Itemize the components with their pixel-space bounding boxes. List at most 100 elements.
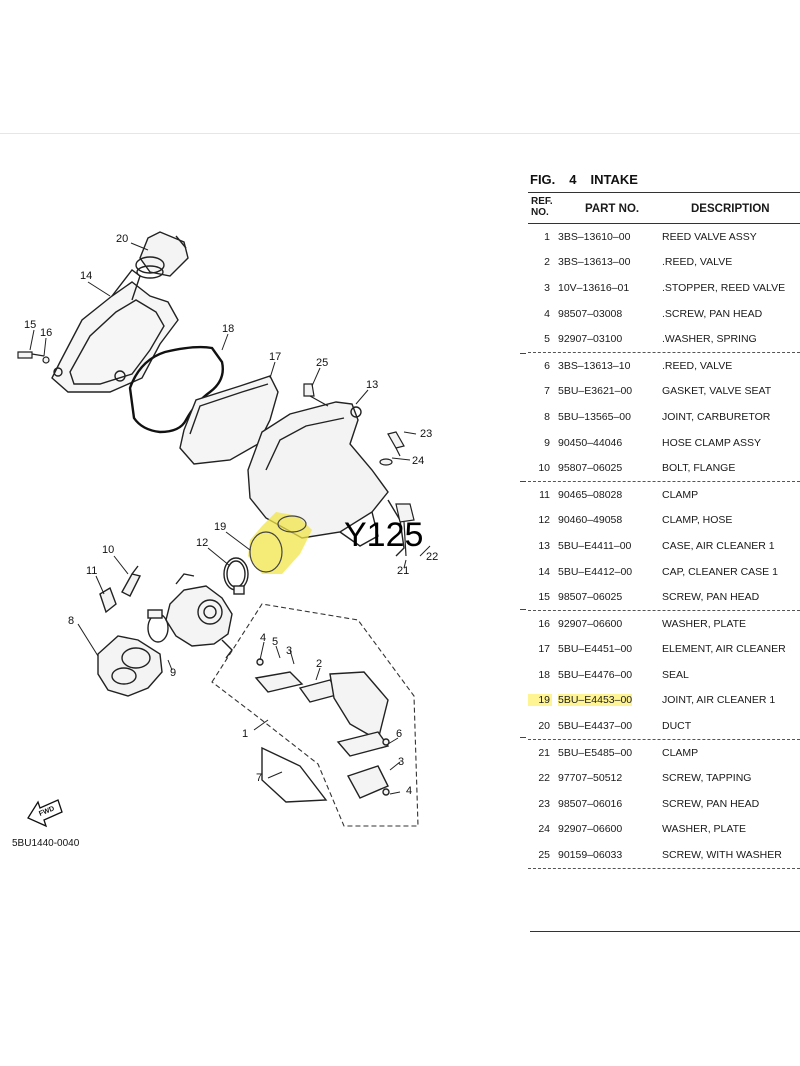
callout-10: 10 bbox=[102, 544, 114, 556]
reed-valve-assy-group bbox=[211, 603, 419, 827]
callout-7: 7 bbox=[256, 772, 262, 784]
callout-18: 18 bbox=[222, 323, 234, 335]
part-no-cell: 5BU–E4476–00 bbox=[558, 668, 633, 681]
seal-part bbox=[128, 345, 224, 434]
part-no-cell: 5BU–E4451–00 bbox=[558, 643, 633, 656]
callout-9: 9 bbox=[170, 667, 176, 679]
ref-cell: 20 bbox=[538, 720, 550, 733]
description-cell: SCREW, PAN HEAD bbox=[662, 797, 760, 810]
ref-header: REF. NO. bbox=[531, 196, 553, 218]
part-no-cell: 5BU–13565–00 bbox=[558, 410, 631, 423]
ref-cell: 8 bbox=[544, 410, 550, 423]
table-row: 23 98507–06016 SCREW, PAN HEAD bbox=[528, 791, 800, 817]
table-row: 10 95807–06025 BOLT, FLANGE bbox=[528, 455, 800, 481]
callout-5: 5 bbox=[272, 636, 278, 648]
part-no-cell: 98507–03008 bbox=[558, 307, 623, 320]
ref-cell: 5 bbox=[544, 333, 550, 346]
part-no-cell: 3BS–13613–10 bbox=[558, 359, 631, 372]
table-header: REF. NO. PART NO. DESCRIPTION bbox=[528, 193, 800, 223]
description-cell: .REED, VALVE bbox=[662, 359, 733, 372]
hose-clamp-assy bbox=[147, 609, 169, 643]
ref-cell: 6 bbox=[544, 359, 550, 372]
part-no-cell: 92907–06600 bbox=[558, 823, 623, 836]
table-row: 7 5BU–E3621–00 GASKET, VALVE SEAT bbox=[528, 379, 800, 405]
ref-cell: 15 bbox=[538, 591, 550, 604]
callout-6: 6 bbox=[396, 728, 402, 740]
callout-25: 25 bbox=[316, 357, 328, 369]
description-cell: SCREW, TAPPING bbox=[662, 772, 752, 785]
table-row: 24 92907–06600 WASHER, PLATE bbox=[528, 817, 800, 843]
description-cell: BOLT, FLANGE bbox=[662, 462, 736, 475]
table-row: 8 5BU–13565–00 JOINT, CARBURETOR bbox=[528, 404, 800, 430]
description-cell: WASHER, PLATE bbox=[662, 823, 747, 836]
callout-15: 15 bbox=[24, 319, 36, 331]
callout-13: 13 bbox=[366, 379, 378, 391]
callout-23: 23 bbox=[420, 428, 432, 440]
part-no-cell: 90460–49058 bbox=[558, 514, 623, 527]
part-no-header: PART NO. bbox=[585, 203, 640, 215]
part-no-cell: 95807–06025 bbox=[558, 462, 623, 475]
fig-number: 4 bbox=[569, 171, 577, 187]
callout-2: 2 bbox=[316, 658, 322, 670]
callout-24: 24 bbox=[412, 455, 424, 467]
description-cell: .SCREW, PAN HEAD bbox=[662, 307, 763, 320]
clamp-and-bolt bbox=[99, 565, 142, 614]
group-divider-mark bbox=[520, 353, 526, 354]
callout-19: 19 bbox=[214, 521, 226, 533]
description-cell: CLAMP, HOSE bbox=[662, 514, 733, 527]
ref-cell: 9 bbox=[544, 436, 550, 449]
figure-title: FIG. 4 INTAKE bbox=[528, 168, 800, 190]
group-divider-mark bbox=[520, 737, 526, 738]
cleaner-case-cap bbox=[51, 269, 179, 393]
parts-group: 6 3BS–13613–10 .REED, VALVE 7 5BU–E3621–00 GA… bbox=[528, 353, 800, 482]
part-no-cell: 97707–50512 bbox=[558, 772, 623, 785]
ref-cell: 23 bbox=[538, 797, 550, 810]
ref-cell: 11 bbox=[539, 488, 550, 501]
ref-cell: 18 bbox=[538, 668, 550, 681]
model-label: Y125 bbox=[344, 516, 423, 554]
part-no-cell: 10V–13616–01 bbox=[558, 281, 630, 294]
ref-cell: 21 bbox=[538, 746, 550, 759]
ref-cell: 7 bbox=[544, 385, 550, 398]
fwd-arrow-icon: FWD bbox=[27, 799, 63, 828]
part-no-cell: 5BU–E3621–00 bbox=[558, 385, 633, 398]
description-cell: HOSE CLAMP ASSY bbox=[662, 436, 762, 449]
description-cell: ELEMENT, AIR CLEANER bbox=[662, 643, 786, 656]
air-cleaner-element bbox=[179, 375, 279, 465]
part-no-cell: 5BU–E4412–00 bbox=[558, 565, 633, 578]
ref-cell: 14 bbox=[538, 565, 550, 578]
description-cell: GASKET, VALVE SEAT bbox=[662, 385, 772, 398]
description-cell: JOINT, CARBURETOR bbox=[662, 410, 771, 423]
small-fasteners bbox=[17, 351, 415, 557]
callout-4a: 4 bbox=[260, 632, 266, 644]
description-cell: .WASHER, SPRING bbox=[662, 333, 757, 346]
part-no-cell: 98507–06016 bbox=[558, 797, 623, 810]
ref-cell: 16 bbox=[538, 617, 550, 630]
description-cell: REED VALVE ASSY bbox=[662, 230, 757, 243]
part-no-cell: 92907–06600 bbox=[558, 617, 623, 630]
description-cell: .REED, VALVE bbox=[662, 256, 733, 269]
description-cell: SCREW, PAN HEAD bbox=[662, 591, 760, 604]
ref-cell: 24 bbox=[538, 823, 550, 836]
ref-cell: 12 bbox=[538, 514, 550, 527]
carburetor-joint bbox=[97, 635, 163, 697]
description-header: DESCRIPTION bbox=[691, 203, 770, 215]
ref-cell: 10 bbox=[538, 462, 550, 475]
callout-22: 22 bbox=[426, 551, 438, 563]
ref-cell: 3 bbox=[544, 281, 550, 294]
